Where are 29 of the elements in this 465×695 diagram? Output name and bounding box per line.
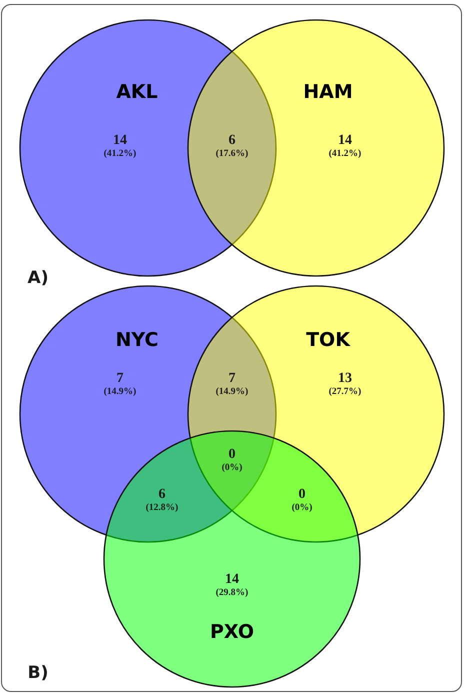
panel-label: A) — [28, 268, 48, 288]
set-name: NYC — [116, 329, 158, 351]
set-name: HAM — [303, 81, 353, 103]
count-value: 13 — [338, 371, 352, 387]
panel-label: B) — [28, 663, 48, 683]
percentage-value: (0%) — [222, 463, 242, 473]
count-value: 7 — [228, 371, 236, 387]
percentage-value: (17.6%) — [216, 149, 248, 159]
count-value: 7 — [116, 371, 124, 387]
count-value: 0 — [298, 487, 306, 503]
percentage-value: (12.8%) — [146, 503, 178, 513]
count-value: 6 — [158, 487, 166, 503]
count-value: 14 — [338, 133, 352, 149]
count-value: 6 — [228, 133, 236, 149]
percentage-value: (14.9%) — [104, 387, 136, 397]
count-value: 14 — [113, 133, 127, 149]
percentage-value: (14.9%) — [216, 387, 248, 397]
set-name: PXO — [210, 621, 254, 643]
set-name: AKL — [116, 81, 158, 103]
count-value: 0 — [228, 447, 236, 463]
percentage-value: (0%) — [292, 503, 312, 513]
percentage-value: (27.7%) — [328, 387, 362, 397]
venn-circle — [103, 430, 361, 688]
set-name: TOK — [306, 329, 350, 351]
percentage-value: (29.8%) — [216, 588, 248, 598]
percentage-value: (41.2%) — [104, 149, 136, 159]
percentage-value: (41.2%) — [328, 149, 362, 159]
venn-circle — [187, 19, 445, 277]
count-value: 14 — [225, 572, 239, 588]
